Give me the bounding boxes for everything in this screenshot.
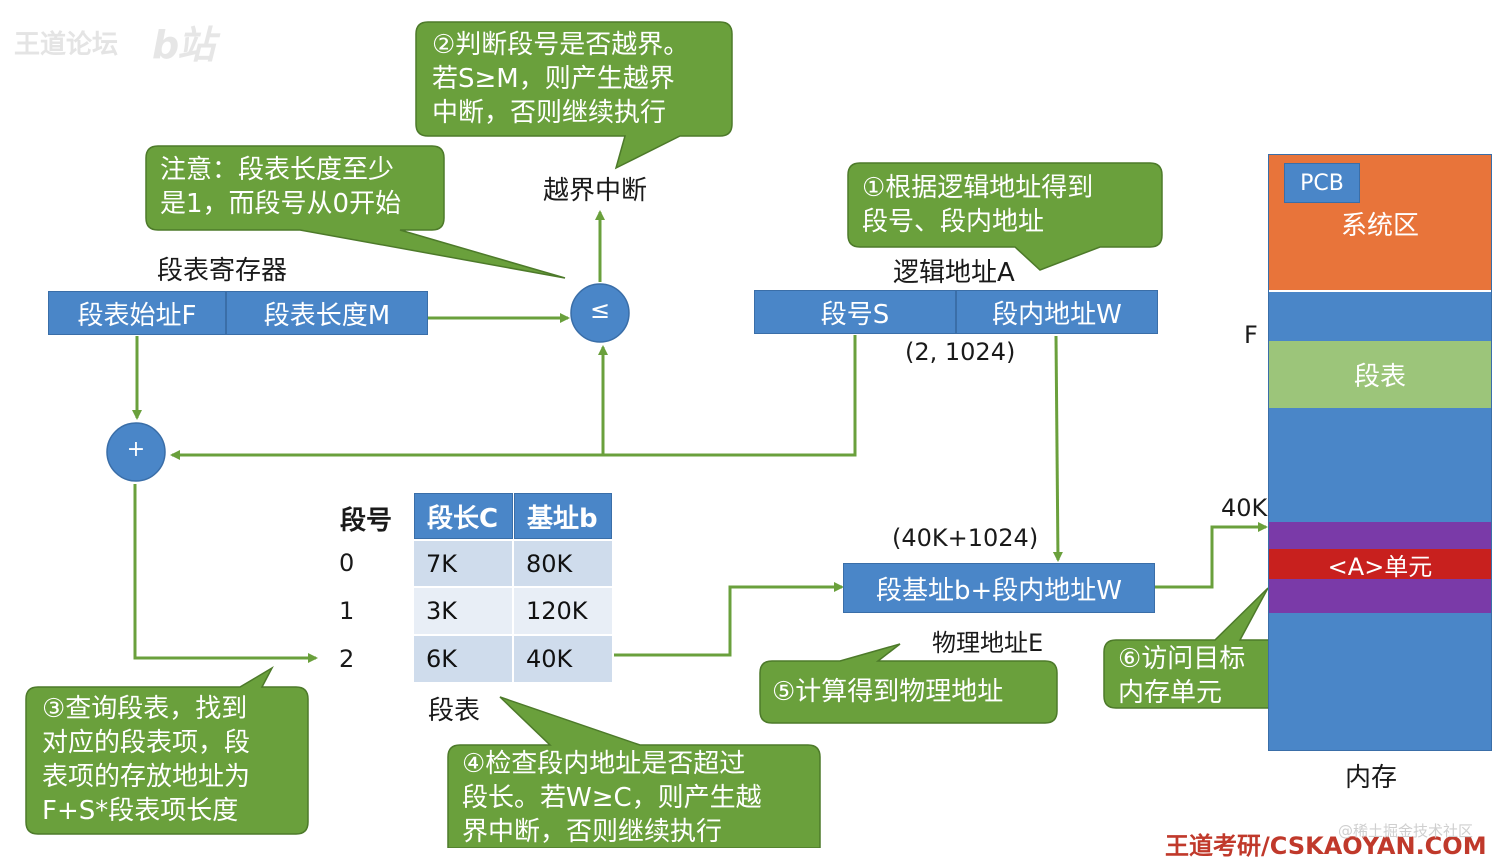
memory-marker-F: F xyxy=(1244,321,1258,349)
physical-address-title: 物理地址E xyxy=(932,629,1044,657)
row1-length: 3K xyxy=(414,588,512,634)
callout-bubble-1 xyxy=(847,162,1163,271)
arrow-plus-to-row2 xyxy=(133,484,318,663)
row2-segno: 2 xyxy=(339,645,355,673)
arrow-offset-to-phys xyxy=(1052,335,1063,562)
row2-length: 6K xyxy=(414,636,512,682)
line-segno-to-plus xyxy=(170,335,857,460)
callout-6-text: ⑥访问目标 内存单元 xyxy=(1118,644,1246,708)
plus-node xyxy=(106,422,166,482)
table-header-length: 段长C xyxy=(414,493,513,539)
register-title: 段表寄存器 xyxy=(157,256,288,286)
row1-segno: 1 xyxy=(339,597,355,625)
row2-base: 40K xyxy=(514,636,612,682)
logical-address-title: 逻辑地址A xyxy=(893,258,1015,288)
callout-4-text: ④检查段内地址是否超过 段长。若W≥C，则产生越 界中断，否则继续执行 xyxy=(462,749,762,847)
interrupt-label: 越界中断 xyxy=(543,176,648,206)
memory-system-label: 系统区 xyxy=(1340,210,1419,241)
physical-address-box: 段基址b+段内地址W xyxy=(843,563,1155,613)
row0-segno: 0 xyxy=(339,549,355,577)
row1-base: 120K xyxy=(514,588,612,634)
watermark: 王道论坛 xyxy=(14,30,119,60)
callout-note-text: 注意：段表长度至少 是1，而段号从0开始 xyxy=(160,155,402,219)
row0-base: 80K xyxy=(514,541,612,586)
callout-bubble-3 xyxy=(25,665,309,835)
arrow-table-to-phys xyxy=(614,582,844,657)
compare-node xyxy=(570,283,630,343)
callout-bubble-2 xyxy=(415,21,733,170)
memory-purple-bottom xyxy=(1269,579,1491,613)
segment-number-field: 段号S xyxy=(754,290,956,334)
memory-marker-40K: 40K xyxy=(1221,494,1268,522)
segment-table-caption: 段表 xyxy=(428,696,481,726)
register-start-field: 段表始址F xyxy=(48,291,226,335)
memory-purple-top xyxy=(1269,522,1491,549)
callout-3-text: ③查询段表，找到 对应的段表项，段 表项的存放地址为 F+S*段表项长度 xyxy=(42,694,251,826)
register-length-field: 段表长度M xyxy=(226,291,428,335)
arrow-phys-to-memory xyxy=(1155,522,1268,589)
memory-target-unit: <A>单元 xyxy=(1269,549,1491,581)
callout-2-text: ②判断段号是否越界。 若S≥M，则产生越界 中断，否则继续执行 xyxy=(432,30,690,128)
callout-bubble-5 xyxy=(759,643,1058,724)
physical-address-value: (40K+1024) xyxy=(892,524,1039,552)
callout-bubble-note xyxy=(145,145,566,279)
segment-offset-field: 段内地址W xyxy=(956,290,1158,334)
table-header-segno: 段号 xyxy=(340,506,393,536)
row0-length: 7K xyxy=(414,541,512,586)
memory-caption: 内存 xyxy=(1345,763,1398,793)
compare-symbol: ≤ xyxy=(589,296,611,324)
plus-symbol: + xyxy=(126,437,146,462)
connectors xyxy=(132,210,1268,663)
logical-address-value: (2, 1024) xyxy=(905,338,1016,366)
bilibili-logo: b站 xyxy=(152,23,215,67)
table-header-base: 基址b xyxy=(514,493,612,539)
callout-bubble-4 xyxy=(447,696,821,848)
callout-1-text: ①根据逻辑地址得到 段号、段内地址 xyxy=(862,173,1094,237)
memory-pcb: PCB xyxy=(1284,163,1360,203)
callout-5-text: ⑤计算得到物理地址 xyxy=(772,677,1004,707)
footer-community: @稀土掘金技术社区 xyxy=(1338,822,1474,840)
memory-segment-table: 段表 xyxy=(1269,341,1491,408)
